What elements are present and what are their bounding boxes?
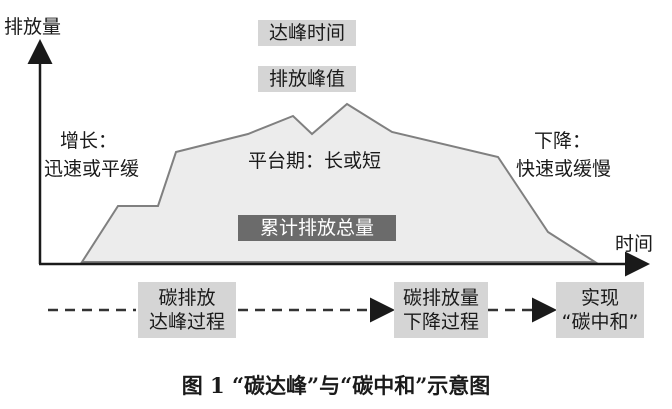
process-step-decline-line2: 下降过程	[402, 311, 479, 333]
process-step-peaking: 碳排放 达峰过程	[138, 282, 236, 338]
decline-label-title: 下降：	[534, 130, 592, 152]
figure-caption: 图 1 “碳达峰”与“碳中和”示意图	[181, 373, 491, 398]
y-axis-label: 排放量	[4, 16, 62, 38]
process-step-neutrality-line1: 实现	[580, 287, 619, 309]
cumulative-emission-label: 累计排放总量	[238, 215, 396, 241]
process-step-peaking-line1: 碳排放	[158, 287, 216, 309]
x-axis-label: 时间	[615, 233, 654, 255]
plateau-label: 平台期：长或短	[248, 150, 382, 172]
process-step-decline-line1: 碳排放量	[402, 287, 479, 309]
emission-area	[80, 102, 599, 263]
process-step-neutrality: 实现 “碳中和”	[556, 282, 644, 338]
peak-time-label: 达峰时间	[258, 20, 356, 46]
peak-value-label: 排放峰值	[258, 66, 356, 92]
process-step-decline: 碳排放量 下降过程	[394, 282, 488, 338]
decline-label-desc: 快速或缓慢	[516, 158, 612, 180]
process-step-neutrality-line2: “碳中和”	[561, 311, 639, 333]
growth-label-desc: 迅速或平缓	[44, 158, 140, 180]
process-step-peaking-line2: 达峰过程	[148, 311, 225, 333]
growth-label-title: 增长：	[60, 130, 118, 152]
